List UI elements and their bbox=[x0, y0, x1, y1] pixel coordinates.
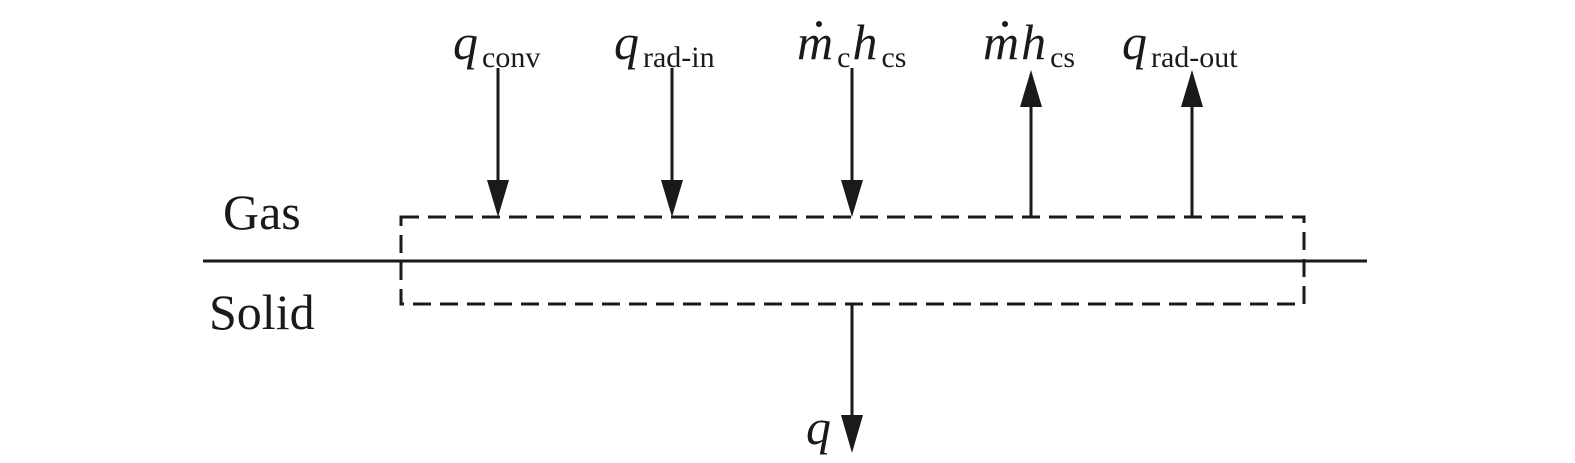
m-dot-symbol: m bbox=[797, 14, 834, 70]
gas-region-label: Gas bbox=[223, 184, 301, 240]
q-conv-subscript: conv bbox=[482, 41, 541, 74]
q-rad-out-subscript: rad-out bbox=[1151, 41, 1238, 74]
solid-region-label: Solid bbox=[209, 284, 315, 340]
m-dot-symbol-out: m bbox=[983, 14, 1020, 70]
arrow-q-solid bbox=[841, 304, 863, 453]
arrow-m-hcs bbox=[1020, 70, 1042, 217]
arrow-mc-hcs bbox=[841, 68, 863, 217]
q-solid-label: q bbox=[806, 399, 831, 455]
arrow-q-rad-out bbox=[1181, 70, 1203, 217]
hcs-subscript-out: cs bbox=[1050, 41, 1076, 74]
hcs-subscript: cs bbox=[881, 41, 907, 74]
q-rad-in-symbol: q bbox=[614, 14, 639, 70]
h-symbol: h bbox=[852, 14, 878, 70]
q-rad-in-subscript: rad-in bbox=[643, 41, 715, 74]
arrow-q-conv bbox=[487, 68, 509, 217]
h-symbol-out: h bbox=[1021, 14, 1047, 70]
q-rad-out-symbol: q bbox=[1122, 14, 1147, 70]
arrow-q-rad-in bbox=[661, 68, 683, 217]
mc-subscript: c bbox=[837, 41, 851, 74]
q-conv-symbol: q bbox=[453, 14, 478, 70]
